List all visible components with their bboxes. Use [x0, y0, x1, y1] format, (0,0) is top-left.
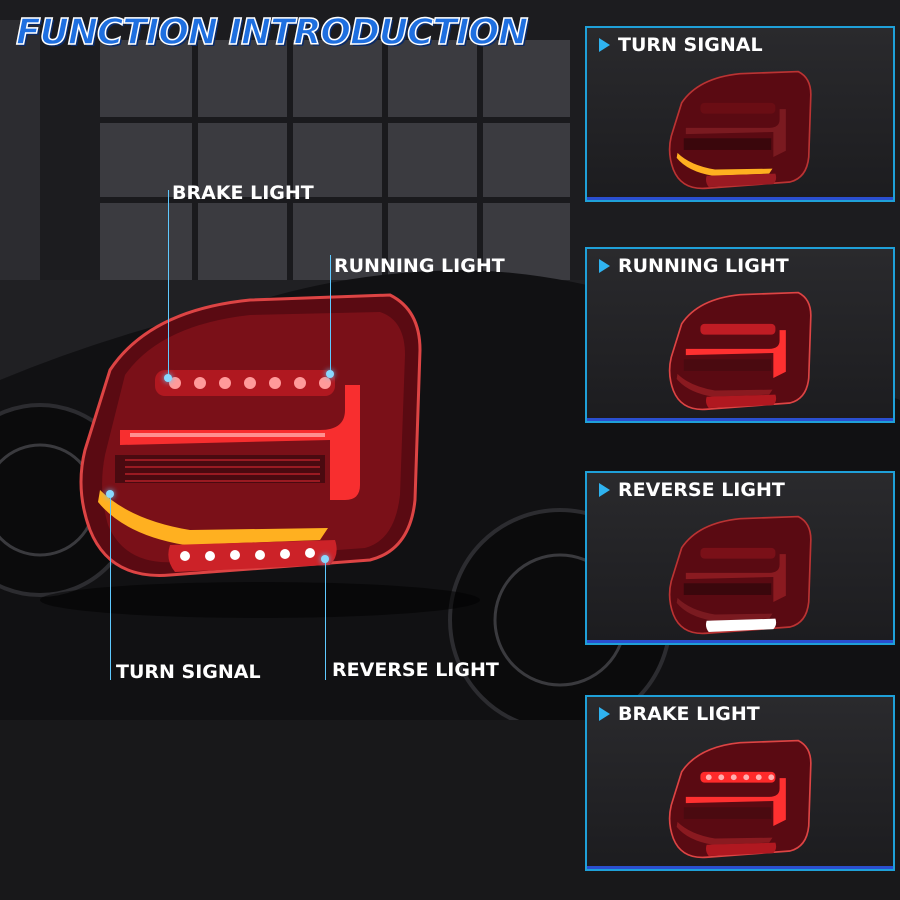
brake-callout-line [168, 190, 169, 380]
running-callout-line [330, 255, 331, 375]
panel-running-light: RUNNING LIGHT [585, 247, 895, 423]
main-tail-light [79, 293, 422, 577]
turn-callout-dot [106, 490, 114, 498]
callout-turn-signal: TURN SIGNAL [116, 661, 261, 683]
running-callout-dot [326, 370, 334, 378]
panel-tail-light [668, 515, 812, 635]
panel-brake-light: BRAKE LIGHT [585, 695, 895, 871]
callout-brake-light: BRAKE LIGHT [172, 182, 314, 204]
chevron-right-icon [599, 38, 610, 52]
chevron-right-icon [599, 259, 610, 273]
reverse-callout-line [325, 560, 326, 680]
chevron-right-icon [599, 483, 610, 497]
callout-running-light: RUNNING LIGHT [334, 255, 505, 277]
panel-tail-light [668, 291, 812, 411]
panel-label: TURN SIGNAL [618, 34, 763, 56]
panel-tail-light [668, 739, 812, 859]
callout-reverse-light: REVERSE LIGHT [332, 659, 499, 681]
chevron-right-icon [599, 707, 610, 721]
reverse-callout-dot [321, 555, 329, 563]
panel-label: BRAKE LIGHT [618, 703, 760, 725]
panel-label: REVERSE LIGHT [618, 479, 785, 501]
brake-leds [169, 377, 331, 389]
panel-tail-light [668, 70, 812, 190]
panel-turn-signal: TURN SIGNAL [585, 26, 895, 202]
brake-callout-dot [164, 374, 172, 382]
panel-label: RUNNING LIGHT [618, 255, 789, 277]
turn-callout-line [110, 495, 111, 680]
panel-reverse-light: REVERSE LIGHT [585, 471, 895, 645]
page-title: FUNCTION INTRODUCTION [15, 11, 529, 54]
